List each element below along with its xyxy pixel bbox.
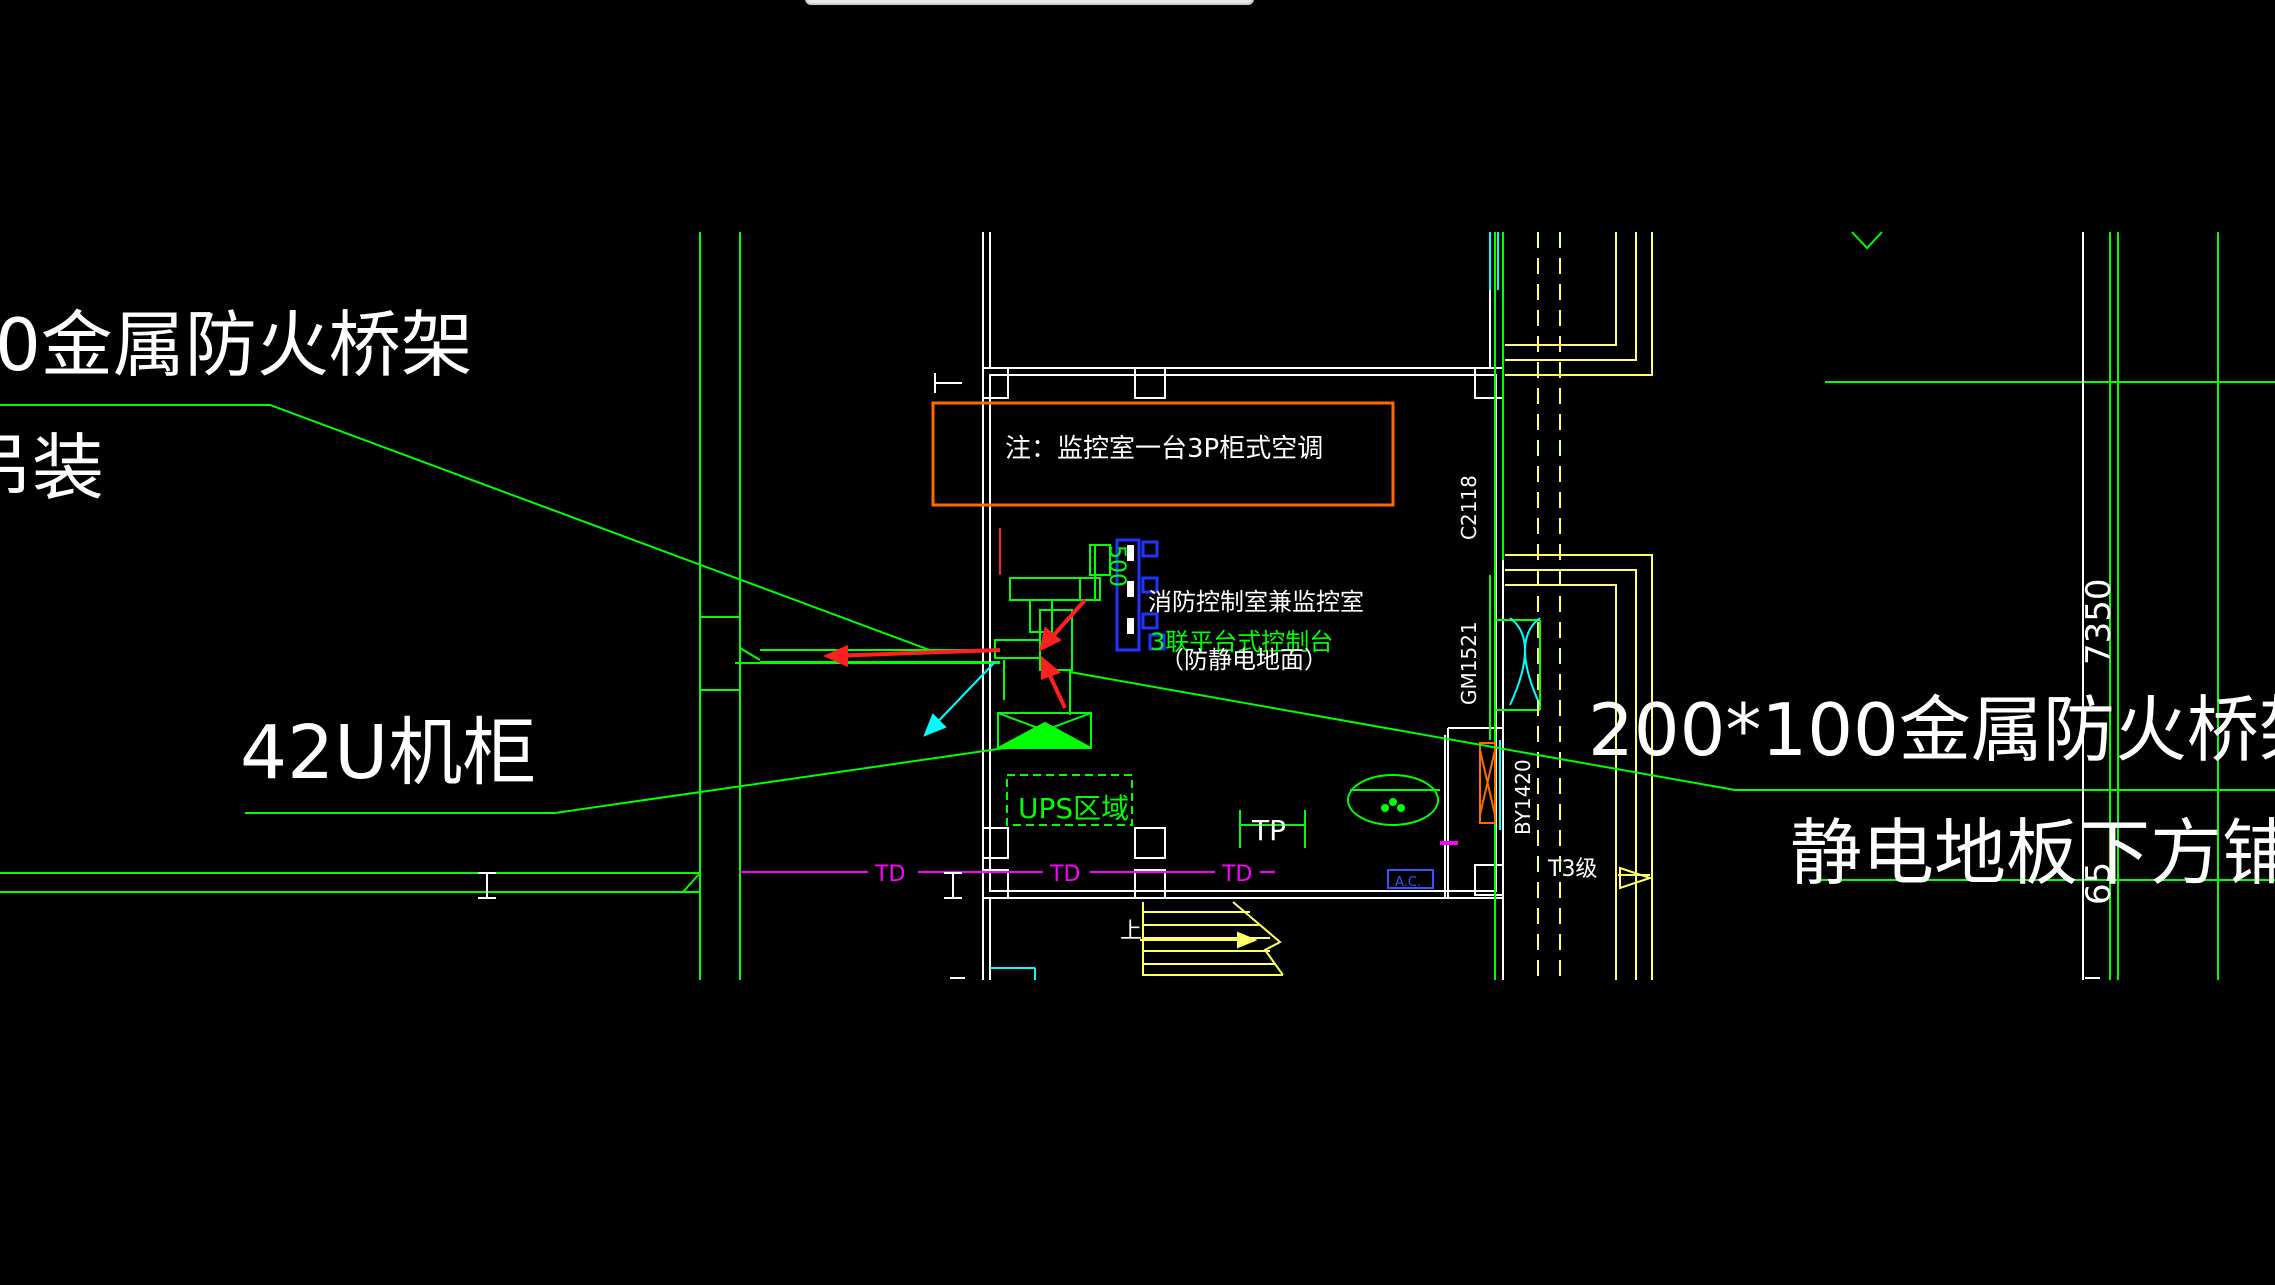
dim-7350: 7350 xyxy=(2079,578,2119,665)
console xyxy=(1115,538,1166,652)
td-label-2: TD xyxy=(1049,862,1080,887)
room-name: 消防控制室兼监控室 xyxy=(1148,588,1364,616)
note-text: 注：监控室一台3P柜式空调 xyxy=(1005,434,1323,464)
cyan-lines xyxy=(990,232,1541,980)
door-c2118: C2118 xyxy=(1457,475,1481,540)
right-floor-label: 静电地板下方铺装 xyxy=(1790,811,2275,895)
left-tray-label: 0金属防火桥架 xyxy=(0,303,473,387)
red-arrows xyxy=(823,598,1087,709)
stair-up-label: 上 xyxy=(1120,919,1142,944)
left-hang-label: 吊装 xyxy=(0,426,104,510)
right-walls xyxy=(1489,231,2275,980)
stairs xyxy=(1140,901,1284,976)
floor-label: （防静电地面） xyxy=(1160,646,1328,674)
tp-label: TP xyxy=(1251,814,1286,847)
cyan-arrow xyxy=(923,661,996,737)
door-gm1521: GM1521 xyxy=(1457,621,1481,705)
right-tray-label: 200*100金属防火桥架 xyxy=(1588,688,2275,772)
ups-label: UPS区域 xyxy=(1018,792,1129,825)
cabinet-label: 42U机柜 xyxy=(240,710,536,796)
corridor-lines xyxy=(1505,232,1654,980)
console-label: 3联平台式控制台 xyxy=(1150,628,1333,656)
equipment xyxy=(994,528,1496,889)
ac-label: A.C. xyxy=(1395,875,1421,890)
dimension-marks xyxy=(478,232,2100,980)
stair-steps-label: T3级 xyxy=(1547,857,1597,882)
window-by1420: BY1420 xyxy=(1511,759,1535,835)
td-label-1: TD xyxy=(874,862,905,887)
dim-65: 65 xyxy=(2079,862,2119,905)
leader-lines xyxy=(0,404,2275,814)
dim-500: 500 xyxy=(1104,545,1129,587)
td-label-3: TD xyxy=(1221,862,1252,887)
note-box xyxy=(931,401,1395,507)
